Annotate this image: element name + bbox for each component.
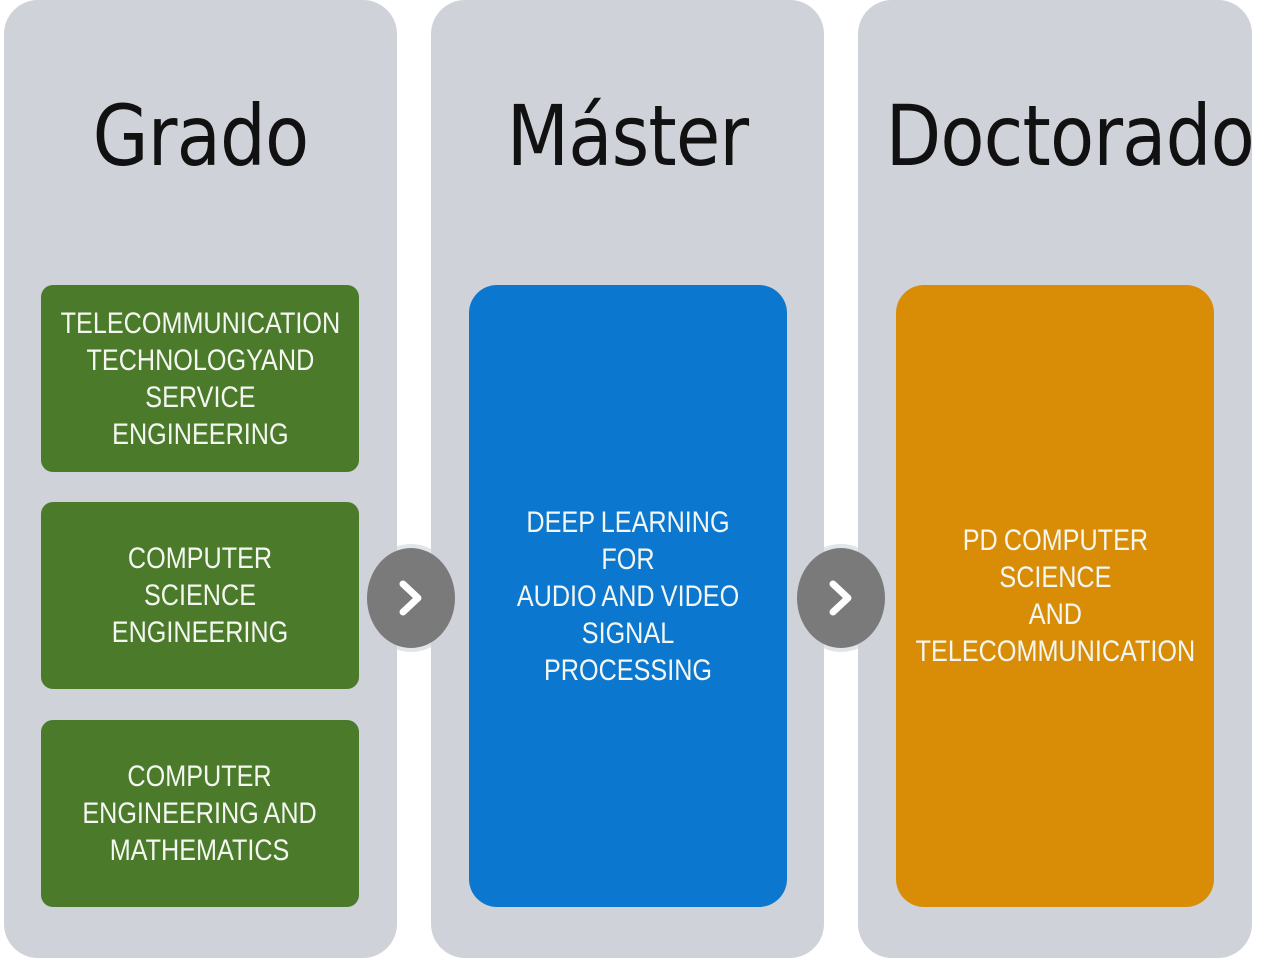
program-label: DEEP LEARNING FOR AUDIO AND VIDEO SIGNAL… [516, 505, 740, 687]
program-label: COMPUTER ENGINEERING AND MATHEMATICS [82, 760, 318, 867]
chevron-right-icon-glyph [829, 580, 852, 616]
program-card-doctorado-1: PD COMPUTER SCIENCE AND TELECOMMUNICATIO… [896, 285, 1214, 907]
program-label: PD COMPUTER SCIENCE AND TELECOMMUNICATIO… [915, 524, 1195, 668]
chevron-right-icon-glyph [399, 580, 422, 616]
column-doctorado: Doctorado PD COMPUTER SCIENCE AND TELECO… [858, 0, 1255, 958]
chevron-right-icon [367, 548, 455, 648]
column-grado: Grado TELECOMMUNICATION TECHNOLOGYAND SE… [4, 0, 397, 958]
program-card-grado-3: COMPUTER ENGINEERING AND MATHEMATICS [41, 720, 359, 907]
program-label: COMPUTER SCIENCE ENGINEERING [111, 542, 289, 649]
chevron-right-icon [797, 548, 885, 648]
program-card-grado-1: TELECOMMUNICATION TECHNOLOGYAND SERVICE … [41, 285, 359, 472]
program-card-master-1: DEEP LEARNING FOR AUDIO AND VIDEO SIGNAL… [469, 285, 787, 907]
column-master: Máster DEEP LEARNING FOR AUDIO AND VIDEO… [431, 0, 824, 958]
column-title-grado: Grado [92, 87, 310, 185]
program-label: TELECOMMUNICATION TECHNOLOGYAND SERVICE … [60, 306, 340, 451]
column-title-master: Máster [506, 87, 749, 185]
program-card-grado-2: COMPUTER SCIENCE ENGINEERING [41, 502, 359, 689]
column-title-doctorado: Doctorado [885, 87, 1255, 185]
